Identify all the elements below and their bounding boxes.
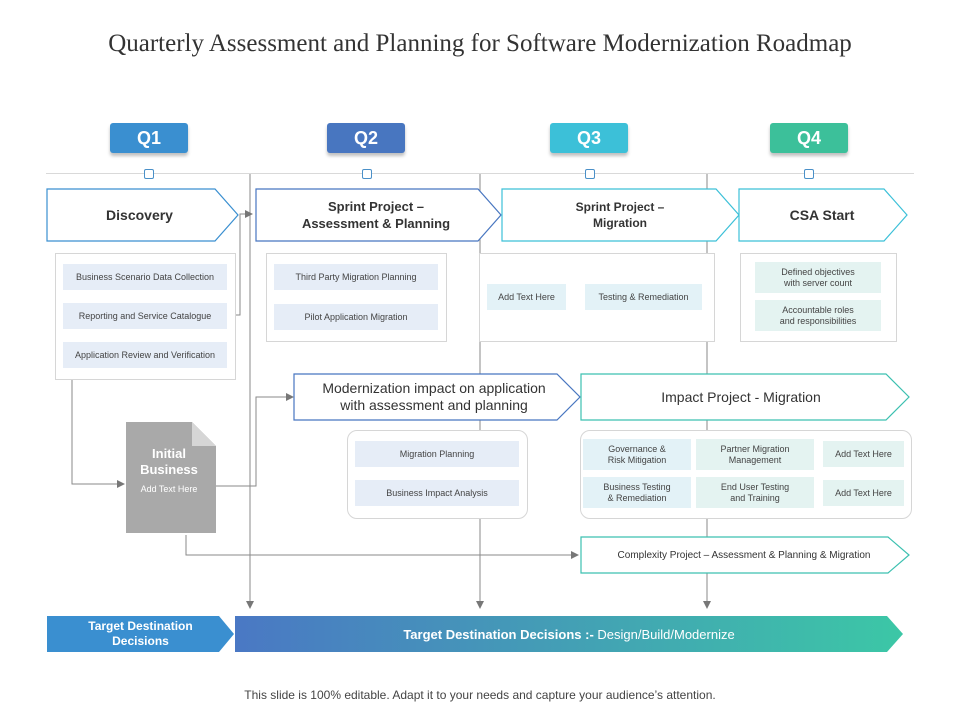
- sprint-migration-arrow: [501, 188, 740, 242]
- modernization-item: Business Impact Analysis: [355, 480, 519, 506]
- q4-item: Defined objectives with server count: [755, 262, 881, 293]
- csa-start-arrow: [738, 188, 908, 242]
- initial-business-line1: Initial: [152, 446, 186, 461]
- sprint-migration-label: Sprint Project – Migration: [502, 189, 738, 241]
- impact-item-line2: Risk Mitigation: [607, 454, 667, 465]
- target-main-bold: Target Destination Decisions :-: [403, 626, 594, 642]
- impact-item: End User Testing and Training: [696, 477, 814, 508]
- impact-item-line1: Partner Migration: [720, 443, 790, 454]
- impact-item: Partner Migration Management: [696, 439, 814, 470]
- q4-item-line1: Defined objectives: [781, 266, 855, 277]
- target-main-rest: Design/Build/Modernize: [593, 626, 735, 642]
- impact-item-line2: and Training: [730, 492, 780, 503]
- q4-item-line2: and responsibilities: [779, 315, 857, 326]
- sprint-assessment-line1: Sprint Project –: [327, 199, 425, 214]
- timeline-line: [46, 173, 914, 174]
- q1-item: Business Scenario Data Collection: [63, 264, 227, 290]
- q2-item: Pilot Application Migration: [274, 304, 438, 330]
- impact-item-line1: Business Testing: [603, 481, 671, 492]
- q4-item-line1: Accountable roles: [782, 304, 854, 315]
- q1-item: Reporting and Service Catalogue: [63, 303, 227, 329]
- modernization-line1: Modernization impact on application: [322, 380, 546, 396]
- discovery-label: Discovery: [106, 207, 173, 223]
- modernization-line2: with assessment and planning: [340, 397, 528, 413]
- modernization-label: Modernization impact on application with…: [294, 374, 574, 420]
- target-main-arrow: [235, 616, 903, 652]
- initial-business-sub: Add Text Here: [140, 484, 198, 494]
- page-title: Quarterly Assessment and Planning for So…: [108, 30, 852, 57]
- impact-item: Governance & Risk Mitigation: [583, 439, 691, 470]
- sprint-assessment-line2: Assessment & Planning: [301, 216, 451, 231]
- impact-item-line1: End User Testing: [720, 481, 790, 492]
- impact-item-line1: Governance &: [608, 443, 666, 454]
- initial-business-document: [126, 422, 216, 533]
- timeline-marker-q2: [362, 169, 372, 179]
- q1-item: Application Review and Verification: [63, 342, 227, 368]
- q2-item: Third Party Migration Planning: [274, 264, 438, 290]
- initial-business-label: Initial Business Add Text Here: [126, 446, 212, 494]
- impact-project-label: Impact Project - Migration: [661, 389, 821, 405]
- target-left-label: Target Destination Decisions: [47, 616, 234, 652]
- target-left-line1: Target Destination: [88, 619, 193, 633]
- timeline-marker-q1: [144, 169, 154, 179]
- sprint-migration-line2: Migration: [593, 216, 647, 230]
- target-left-line2: Decisions: [112, 634, 169, 648]
- footer-note: This slide is 100% editable. Adapt it to…: [244, 688, 716, 702]
- impact-project-arrow: [580, 373, 910, 421]
- timeline-marker-q3: [585, 169, 595, 179]
- q3-item: Add Text Here: [487, 284, 566, 310]
- impact-item: Add Text Here: [823, 441, 904, 467]
- sprint-migration-line1: Sprint Project –: [575, 200, 665, 214]
- impact-item-line2: Management: [728, 454, 782, 465]
- csa-start-label: CSA Start: [789, 207, 855, 223]
- quarter-tab-q4: Q4: [770, 123, 848, 153]
- quarter-tab-q1: Q1: [110, 123, 188, 153]
- sprint-assessment-arrow: [255, 188, 502, 242]
- q3-item: Testing & Remediation: [585, 284, 702, 310]
- modernization-item: Migration Planning: [355, 441, 519, 467]
- target-left-arrow: [47, 616, 234, 652]
- sprint-assessment-label: Sprint Project – Assessment & Planning: [256, 189, 496, 241]
- timeline-marker-q4: [804, 169, 814, 179]
- impact-item-line2: & Remediation: [607, 492, 667, 503]
- q4-item: Accountable roles and responsibilities: [755, 300, 881, 331]
- quarter-tab-q3: Q3: [550, 123, 628, 153]
- quarter-tab-q2: Q2: [327, 123, 405, 153]
- complexity-arrow: [580, 536, 910, 574]
- initial-business-line2: Business: [140, 462, 198, 477]
- impact-item: Business Testing & Remediation: [583, 477, 691, 508]
- modernization-arrow: [293, 373, 581, 421]
- complexity-label: Complexity Project – Assessment & Planni…: [617, 549, 871, 561]
- target-main-label: Target Destination Decisions :- Design/B…: [235, 616, 903, 652]
- discovery-arrow: [46, 188, 239, 242]
- impact-item: Add Text Here: [823, 480, 904, 506]
- q4-item-line2: with server count: [783, 277, 853, 288]
